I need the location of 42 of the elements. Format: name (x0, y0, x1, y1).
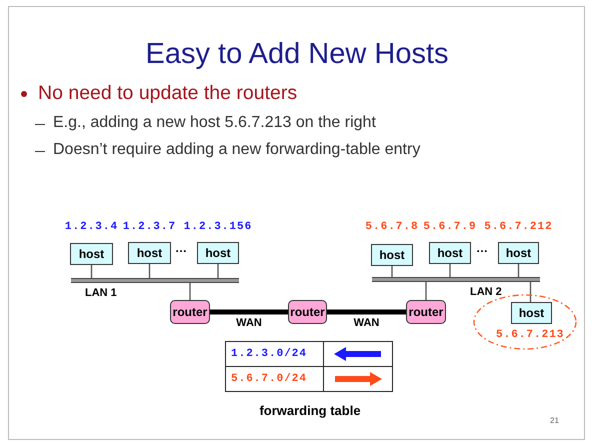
router-box: router (170, 300, 210, 324)
ip-address: 5.6.7.213 (496, 329, 564, 341)
host-box: host (197, 242, 239, 264)
network-link (391, 266, 393, 277)
host-box: host (511, 302, 552, 324)
host-box: host (70, 243, 113, 265)
network-link (425, 282, 427, 300)
slide-title: Easy to Add New Hosts (144, 38, 450, 71)
table-cell: 1.2.3.0/24 (226, 342, 324, 366)
lan-label: LAN 1 (85, 287, 117, 299)
ellipsis: … (175, 241, 187, 255)
bullet-text: No need to update the routers (38, 82, 298, 105)
page-number: 21 (550, 416, 559, 425)
ip-address: 5.6.7.212 (484, 221, 553, 233)
ip-address: 5.6.7.9 (423, 221, 477, 233)
network-link (217, 264, 219, 278)
host-box: host (498, 242, 539, 264)
edge-label: WAN (352, 317, 382, 329)
sub-bullet-text: Doesn’t require adding a new forwarding-table entry (53, 141, 420, 159)
network-link (90, 265, 92, 278)
edge-label: WAN (234, 317, 264, 329)
ip-address: 1.2.3.7 (122, 221, 176, 233)
router-box: router (406, 300, 446, 324)
sub-bullet-text: E.g., adding a new host 5.6.7.213 on the right (53, 114, 376, 132)
network-link (530, 282, 532, 302)
wan-link (327, 310, 406, 314)
network-link (449, 264, 451, 277)
ip-address: 5.6.7.8 (365, 221, 419, 233)
host-box: host (429, 242, 471, 264)
wan-link (210, 310, 288, 314)
ip-address: 1.2.3.4 (64, 221, 118, 233)
router-box: router (288, 300, 327, 324)
network-link (148, 264, 150, 278)
ellipsis: … (476, 241, 488, 255)
table-cell: 5.6.7.0/24 (226, 366, 324, 392)
network-link (189, 283, 191, 300)
lan-label: LAN 2 (470, 286, 502, 298)
ip-address: 1.2.3.156 (184, 221, 252, 233)
network-link (518, 264, 520, 277)
host-box: host (371, 244, 413, 266)
host-box: host (128, 242, 171, 264)
table-caption: forwarding table (258, 403, 362, 418)
